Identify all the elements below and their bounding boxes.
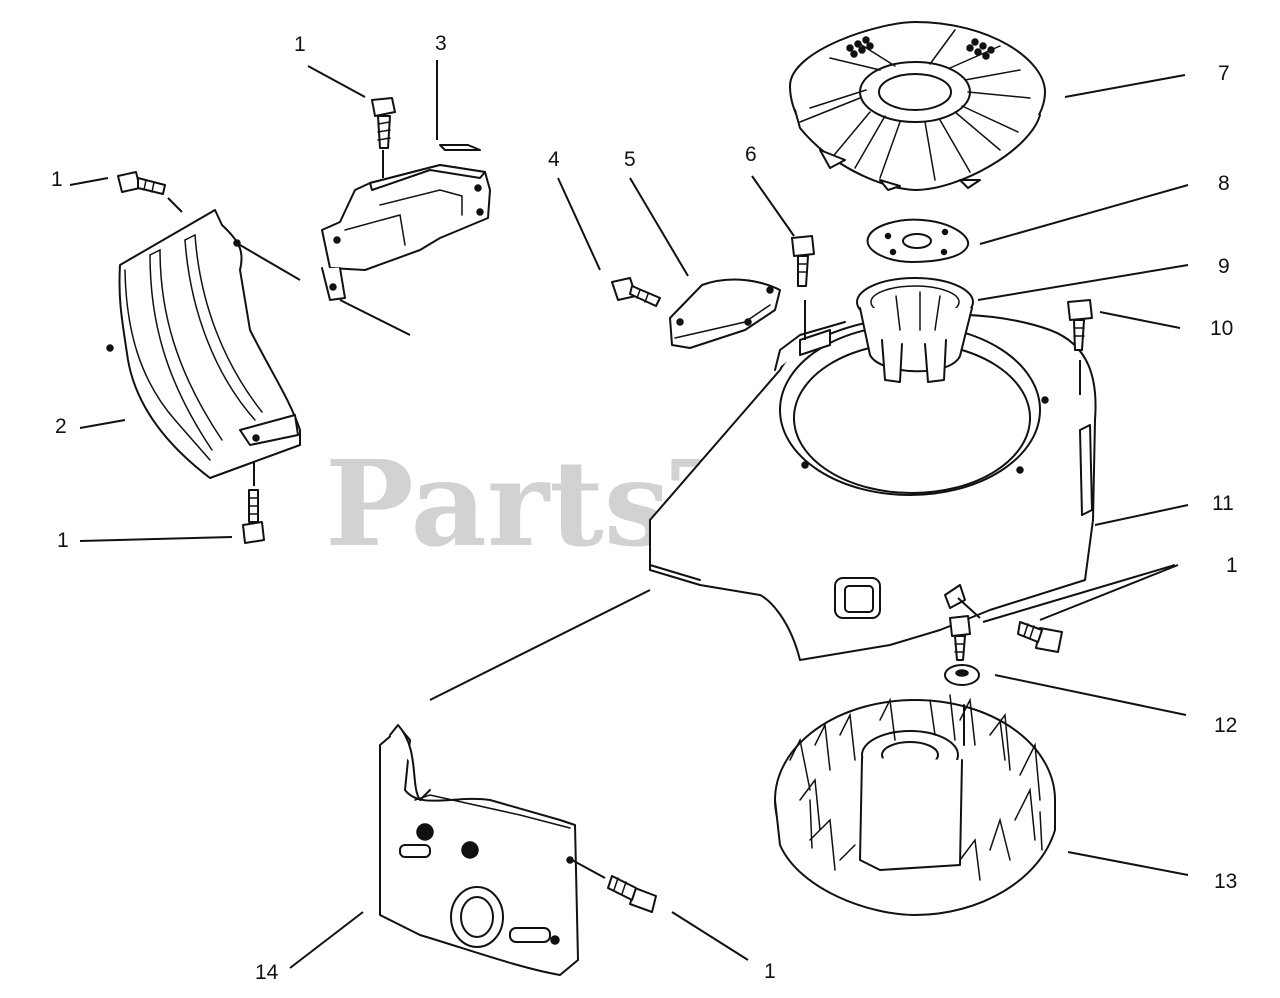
callout-3: 3: [435, 32, 447, 55]
leader-lines: [69, 60, 1189, 969]
callout-1-right: 1: [1226, 554, 1238, 577]
callout-9: 9: [1218, 255, 1230, 278]
part-12-washer[interactable]: [944, 664, 980, 686]
bolt-right-horizontal-part-1[interactable]: [1017, 621, 1063, 653]
bolt-right-vertical-part-1[interactable]: [949, 615, 971, 661]
bolt-part-4[interactable]: [611, 277, 661, 307]
part-8-plate[interactable]: [866, 218, 970, 263]
callout-1-left: 1: [51, 168, 63, 191]
part-11-blower-housing[interactable]: [649, 313, 1097, 661]
callout-labels: 1 3 1 4 5 6 7 8 9 10 2 11 1 1 12 13 14 1: [51, 32, 1238, 984]
bolt-part-6[interactable]: [791, 235, 815, 287]
part-13-flywheel[interactable]: [774, 694, 1056, 916]
part-14-cover[interactable]: [379, 724, 579, 976]
callout-10: 10: [1210, 317, 1233, 340]
bolt-bottom-part-1[interactable]: [607, 875, 657, 913]
callout-8: 8: [1218, 172, 1230, 195]
bolt-top-part-1[interactable]: [371, 97, 396, 149]
part-7-rotating-screen[interactable]: [789, 21, 1046, 191]
callout-2: 2: [55, 415, 67, 438]
callout-7: 7: [1218, 62, 1230, 85]
part-5-cover-plate[interactable]: [669, 278, 781, 349]
part-3-bracket[interactable]: [321, 144, 491, 301]
callout-6: 6: [745, 143, 757, 166]
callout-11: 11: [1212, 492, 1234, 515]
callout-1-bottom: 1: [764, 960, 776, 983]
callout-1-top: 1: [294, 33, 306, 56]
bolt-bottom-left-part-1[interactable]: [242, 489, 265, 544]
callout-5: 5: [624, 148, 636, 171]
callout-13: 13: [1214, 870, 1237, 893]
part-2-cylinder-shield[interactable]: [106, 209, 301, 479]
bolt-left-part-1[interactable]: [117, 171, 166, 195]
callout-14: 14: [255, 961, 279, 984]
callout-4: 4: [548, 148, 560, 171]
callout-1-bottom-left: 1: [57, 529, 69, 552]
bolt-part-10[interactable]: [1067, 299, 1093, 351]
part-9-ratchet-cup[interactable]: [804, 277, 974, 383]
callout-12: 12: [1214, 714, 1237, 737]
